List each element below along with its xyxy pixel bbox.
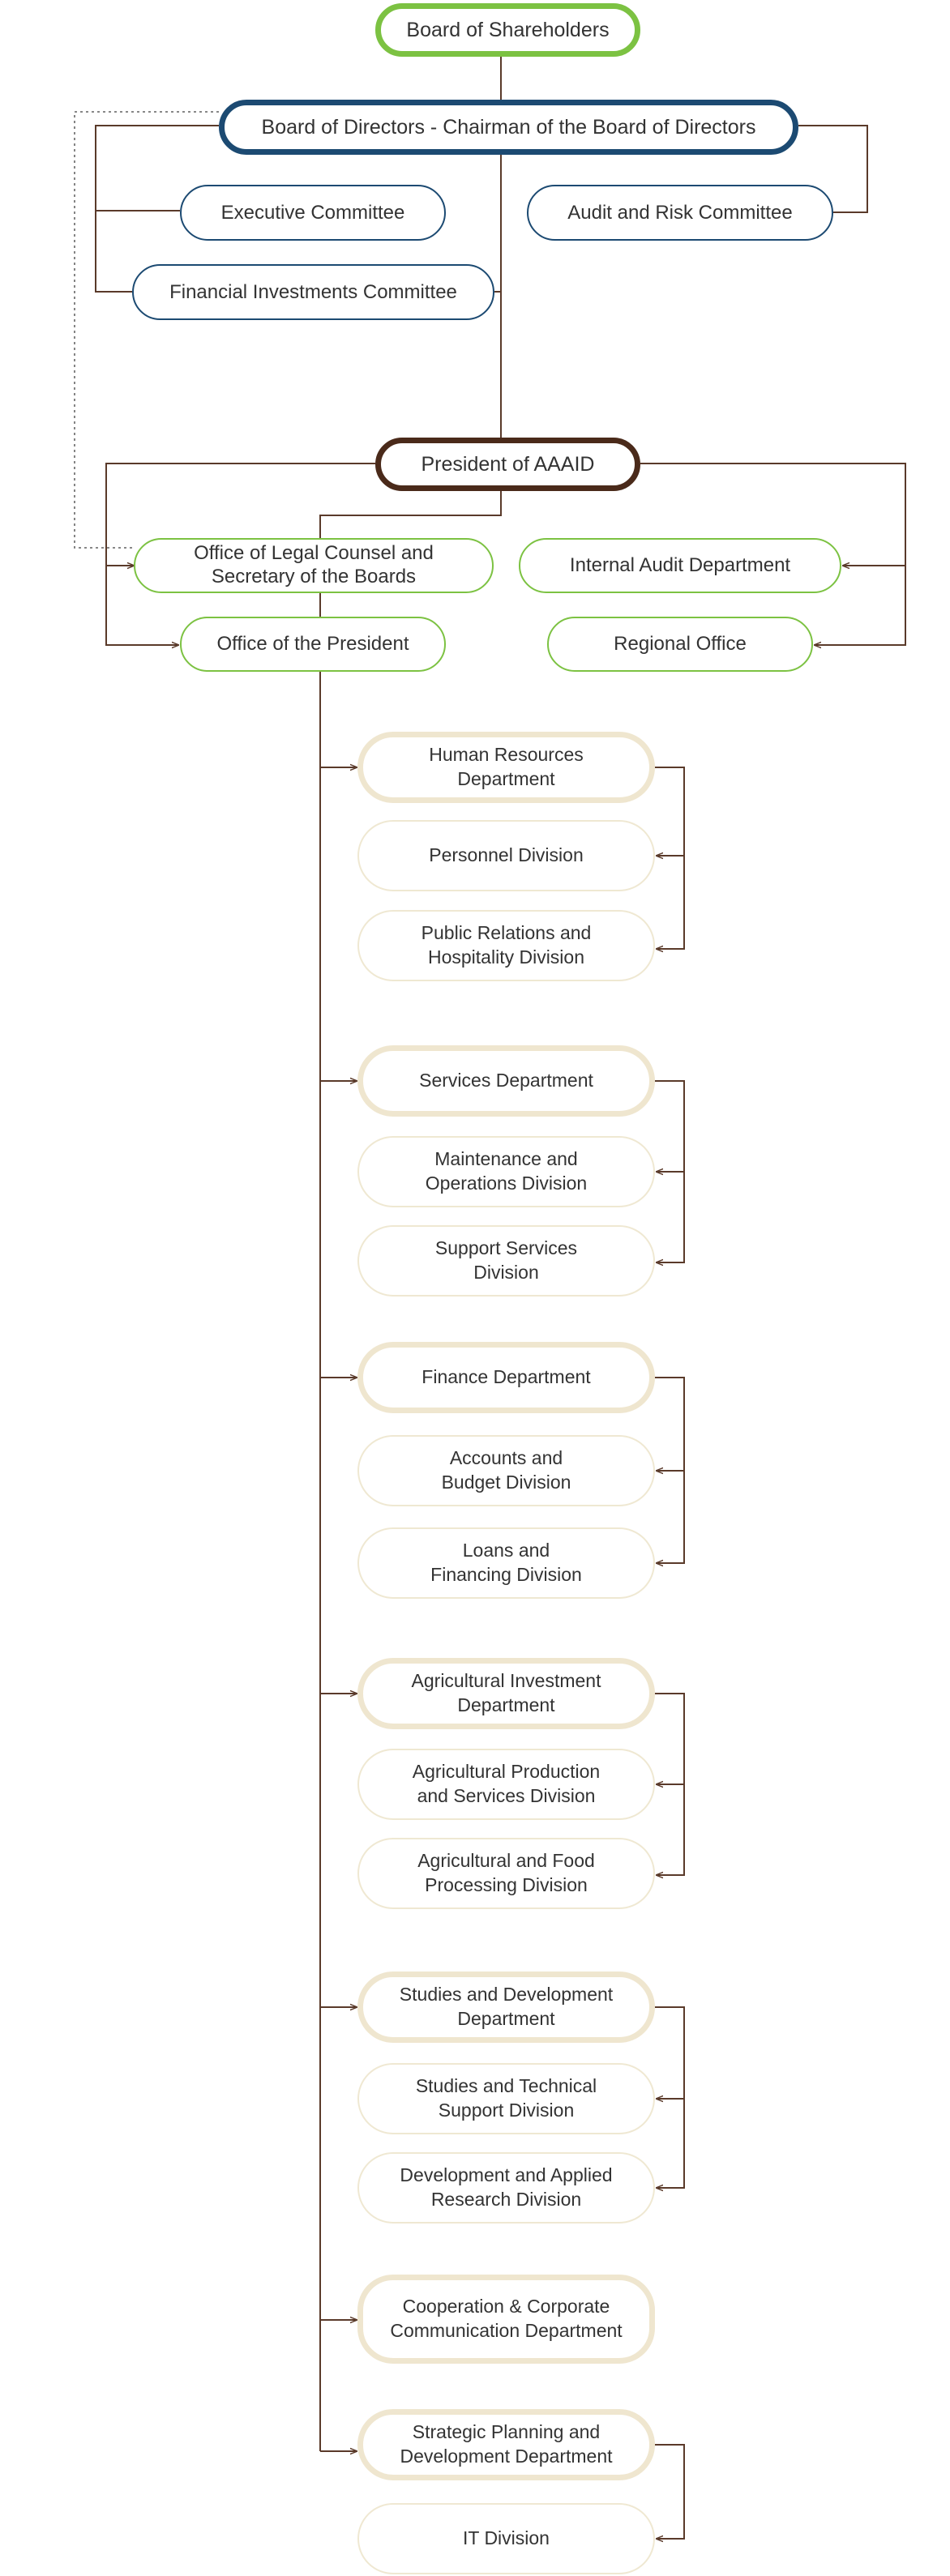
agricultural-food-processing-division: Agricultural and Food Processing Divisio… bbox=[357, 1838, 655, 1909]
connector-directors-committees-left bbox=[95, 125, 219, 293]
connector-strategic-it bbox=[655, 2444, 685, 2539]
president-of-aaaid: President of AAAID bbox=[375, 438, 640, 491]
maintenance-operations-division: Maintenance and Operations Division bbox=[357, 1136, 655, 1207]
executive-committee: Executive Committee bbox=[180, 185, 446, 241]
accounts-budget-division: Accounts and Budget Division bbox=[357, 1435, 655, 1506]
studies-development-department: Studies and Development Department bbox=[357, 1972, 655, 2043]
connector-president-right bbox=[640, 463, 906, 645]
support-services-division: Support Services Division bbox=[357, 1225, 655, 1297]
connector-president-left bbox=[105, 463, 375, 645]
connector-studies-divisions bbox=[655, 2006, 685, 2188]
studies-technical-support-division: Studies and Technical Support Division bbox=[357, 2063, 655, 2134]
personnel-division: Personnel Division bbox=[357, 820, 655, 891]
loans-financing-division: Loans and Financing Division bbox=[357, 1527, 655, 1599]
services-department: Services Department bbox=[357, 1045, 655, 1117]
connector-hr-divisions bbox=[655, 767, 685, 949]
human-resources-department: Human Resources Department bbox=[357, 732, 655, 803]
it-division: IT Division bbox=[357, 2503, 655, 2574]
cooperation-communication-department: Cooperation & Corporate Communication De… bbox=[357, 2275, 655, 2364]
office-of-the-president: Office of the President bbox=[180, 617, 446, 672]
regional-office: Regional Office bbox=[547, 617, 813, 672]
board-of-shareholders: Board of Shareholders bbox=[375, 3, 640, 57]
connector-directors-audit-risk bbox=[798, 125, 868, 213]
strategic-planning-department: Strategic Planning and Development Depar… bbox=[357, 2409, 655, 2480]
agricultural-production-division: Agricultural Production and Services Div… bbox=[357, 1749, 655, 1820]
internal-audit-department: Internal Audit Department bbox=[519, 538, 841, 593]
office-of-legal-counsel: Office of Legal Counsel and Secretary of… bbox=[134, 538, 494, 593]
agricultural-investment-department: Agricultural Investment Department bbox=[357, 1658, 655, 1729]
development-applied-research-division: Development and Applied Research Divisio… bbox=[357, 2152, 655, 2224]
connector-president-spine bbox=[319, 486, 502, 2451]
finance-department: Finance Department bbox=[357, 1342, 655, 1413]
audit-and-risk-committee: Audit and Risk Committee bbox=[527, 185, 833, 241]
public-relations-division: Public Relations and Hospitality Divisio… bbox=[357, 910, 655, 981]
financial-investments-committee: Financial Investments Committee bbox=[132, 264, 494, 320]
board-of-directors: Board of Directors - Chairman of the Boa… bbox=[219, 100, 798, 155]
